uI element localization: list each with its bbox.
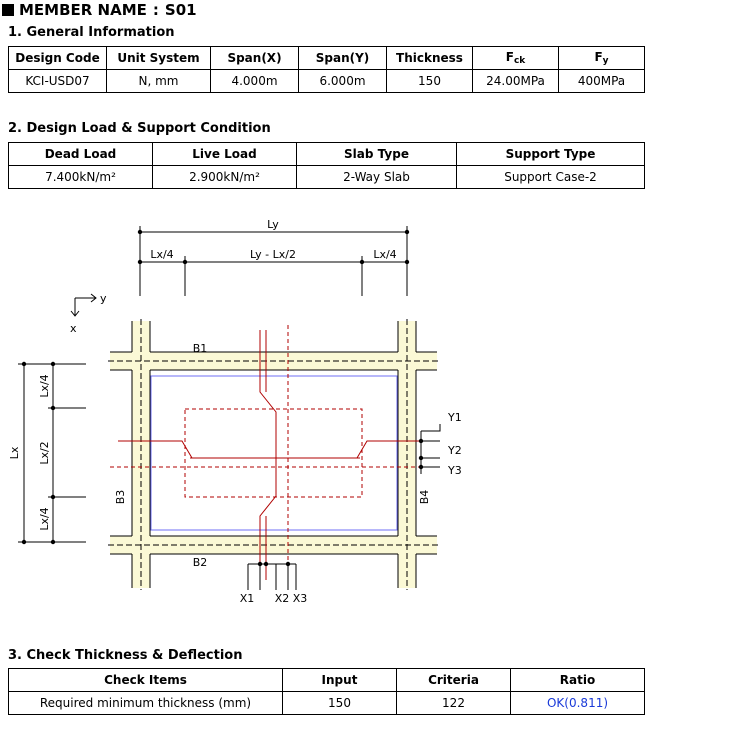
col-support-type: Support Type: [456, 142, 645, 166]
col-ratio: Ratio: [510, 668, 645, 692]
label-ly-minus: Ly - Lx/2: [250, 248, 296, 261]
val-fck: 24.00MPa: [472, 69, 559, 93]
label-b4: B4: [418, 490, 431, 505]
col-slab-type: Slab Type: [296, 142, 457, 166]
val-ratio: OK(0.811): [510, 691, 645, 715]
label-lx4-top: Lx/4: [38, 374, 51, 397]
rebar-solid: [118, 330, 430, 580]
check-table: Check Items Input Criteria Ratio Require…: [8, 668, 645, 715]
section-check-heading: 3. Check Thickness & Deflection: [8, 648, 243, 663]
val-input: 150: [282, 691, 397, 715]
val-design-code: KCI-USD07: [8, 69, 107, 93]
fy-main: F: [594, 50, 603, 64]
check-data-row: Required minimum thickness (mm) 150 122 …: [8, 691, 645, 715]
val-thickness: 150: [386, 69, 473, 93]
x-section-markers: [247, 563, 297, 590]
val-dead-load: 7.400kN/m²: [8, 165, 153, 189]
col-span-x: Span(X): [210, 46, 299, 70]
fy-sub: y: [602, 56, 609, 66]
label-x2: X2: [275, 592, 290, 605]
label-axis-x: x: [70, 322, 77, 335]
ly-dimension-dots: [137, 229, 410, 265]
axis-indicator: [70, 293, 97, 317]
load-table: Dead Load Live Load Slab Type Support Ty…: [8, 142, 645, 189]
label-lx4-bottom: Lx/4: [38, 507, 51, 530]
col-check-items: Check Items: [8, 668, 283, 692]
label-b2: B2: [193, 556, 208, 569]
fck-sub: ck: [513, 56, 526, 66]
beam-centerlines: [108, 319, 439, 590]
val-check-item: Required minimum thickness (mm): [8, 691, 283, 715]
col-fy: Fy: [558, 46, 645, 70]
beam-edges: [110, 321, 437, 588]
val-slab-type: 2-Way Slab: [296, 165, 457, 189]
label-x1: X1: [240, 592, 255, 605]
label-x3: X3: [293, 592, 308, 605]
label-b1: B1: [193, 342, 208, 355]
col-design-code: Design Code: [8, 46, 107, 70]
general-info-table: Design Code Unit System Span(X) Span(Y) …: [8, 46, 645, 93]
col-input: Input: [282, 668, 397, 692]
val-live-load: 2.900kN/m²: [152, 165, 297, 189]
ly-dimension: [139, 226, 408, 296]
slab-edge: [150, 375, 398, 531]
col-dead-load: Dead Load: [8, 142, 153, 166]
y-section-markers: [420, 424, 441, 474]
general-data-row: KCI-USD07 N, mm 4.000m 6.000m 150 24.00M…: [8, 69, 645, 93]
val-criteria: 122: [396, 691, 511, 715]
label-lx2: Lx/2: [38, 441, 51, 464]
fck-main: F: [505, 50, 514, 64]
member-value: S01: [164, 1, 197, 19]
label-lx4-left: Lx/4: [150, 248, 173, 261]
val-span-x: 4.000m: [210, 69, 299, 93]
rebar-dashed: [110, 325, 437, 588]
member-label: MEMBER NAME: [19, 1, 147, 19]
square-bullet-icon: [2, 4, 14, 16]
x-section-dots: [257, 561, 291, 567]
member-separator: :: [152, 1, 159, 19]
section-load-heading: 2. Design Load & Support Condition: [8, 121, 271, 136]
col-criteria: Criteria: [396, 668, 511, 692]
val-support-type: Support Case-2: [456, 165, 645, 189]
check-header-row: Check Items Input Criteria Ratio: [8, 668, 645, 692]
col-unit-system: Unit System: [106, 46, 211, 70]
label-axis-y: y: [100, 292, 107, 305]
lx-dimension-dots: [21, 361, 56, 545]
label-y3: Y3: [447, 464, 462, 477]
label-lx: Lx: [8, 446, 21, 459]
load-data-row: 7.400kN/m² 2.900kN/m² 2-Way Slab Support…: [8, 165, 645, 189]
col-span-y: Span(Y): [298, 46, 387, 70]
lx-dimension: [18, 363, 86, 543]
val-fy: 400MPa: [558, 69, 645, 93]
label-b3: B3: [114, 490, 127, 505]
label-ly: Ly: [267, 218, 279, 231]
y-section-dots: [418, 438, 424, 470]
section-general-heading: 1. General Information: [8, 25, 175, 40]
label-y1: Y1: [447, 411, 462, 424]
label-y2: Y2: [447, 444, 462, 457]
load-header-row: Dead Load Live Load Slab Type Support Ty…: [8, 142, 645, 166]
col-live-load: Live Load: [152, 142, 297, 166]
slab-plan-drawing: Ly Lx/4 Ly - Lx/2 Lx/4 y x Lx Lx/4 Lx/2 …: [8, 218, 462, 605]
val-unit-system: N, mm: [106, 69, 211, 93]
col-thickness: Thickness: [386, 46, 473, 70]
val-span-y: 6.000m: [298, 69, 387, 93]
col-fck: Fck: [472, 46, 559, 70]
general-header-row: Design Code Unit System Span(X) Span(Y) …: [8, 46, 645, 70]
member-title: MEMBER NAME : S01: [2, 0, 197, 20]
label-lx4-right: Lx/4: [373, 248, 396, 261]
